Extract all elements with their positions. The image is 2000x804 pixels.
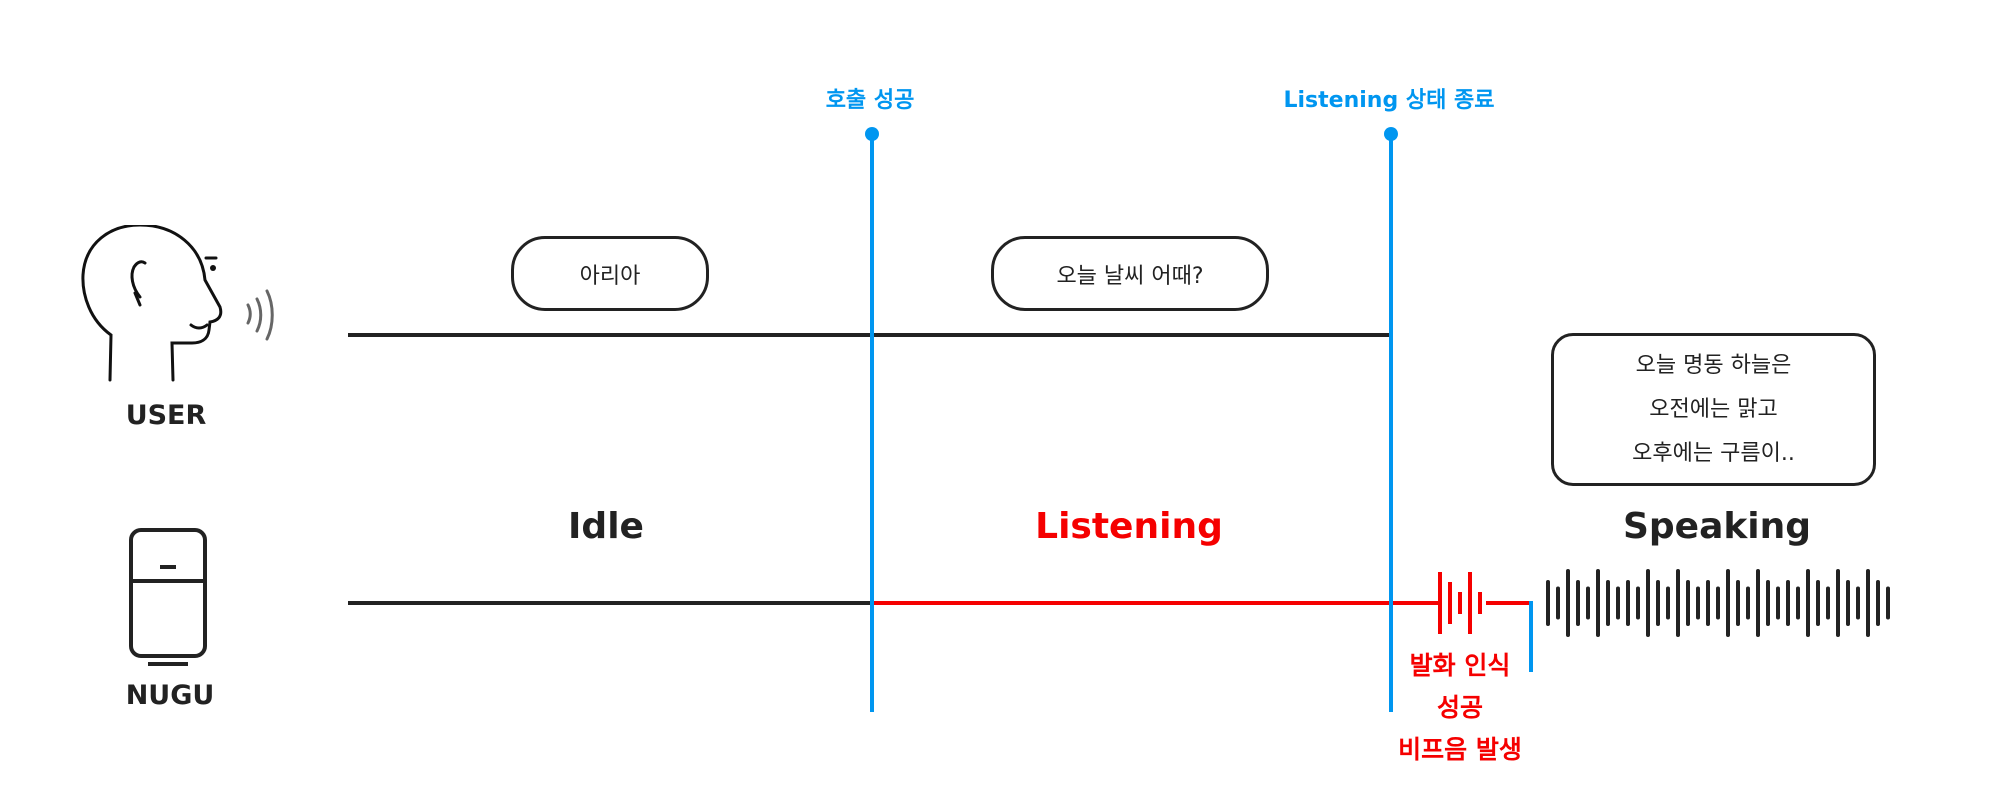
recognition-line: 발화 인식 xyxy=(1409,651,1511,680)
question-text: 오늘 날씨 어때? xyxy=(1056,263,1204,289)
wake-word-bubble: 아리아 xyxy=(511,236,709,311)
nugu-speaker-icon xyxy=(129,528,207,666)
answer-line: 오늘 명동 하늘은 xyxy=(1635,352,1792,378)
recognition-line: 성공 xyxy=(1436,693,1483,722)
nugu-label: NUGU xyxy=(125,680,215,711)
answer-bubble: 오늘 명동 하늘은 오전에는 맑고 오후에는 구름이.. xyxy=(1551,333,1876,486)
state-idle: Idle xyxy=(568,506,644,547)
call-success-line xyxy=(870,134,874,712)
speaking-start-line xyxy=(1529,601,1533,672)
beep-signal-icon xyxy=(1438,572,1482,634)
question-bubble: 오늘 날씨 어때? xyxy=(991,236,1269,311)
state-listening: Listening xyxy=(1035,506,1223,547)
state-speaking: Speaking xyxy=(1622,506,1812,547)
answer-line: 오전에는 맑고 xyxy=(1649,396,1778,422)
recognition-line: 비프음 발생 xyxy=(1398,735,1522,764)
speech-waveform xyxy=(1546,569,1890,637)
user-head-icon xyxy=(81,225,274,382)
nugu-timeline-idle xyxy=(348,601,872,605)
listening-end-line xyxy=(1389,134,1393,712)
nugu-timeline-listening xyxy=(872,601,1439,605)
call-success-label: 호출 성공 xyxy=(825,88,915,113)
nugu-timeline-beep-tail xyxy=(1486,601,1531,605)
recognition-note: 발화 인식 성공 비프음 발생 xyxy=(1330,645,1590,771)
listening-end-label: Listening 상태 종료 xyxy=(1283,88,1495,113)
wake-word-text: 아리아 xyxy=(579,263,641,289)
user-label: USER xyxy=(125,400,207,431)
answer-line: 오후에는 구름이.. xyxy=(1632,440,1795,466)
user-timeline xyxy=(348,333,1391,337)
